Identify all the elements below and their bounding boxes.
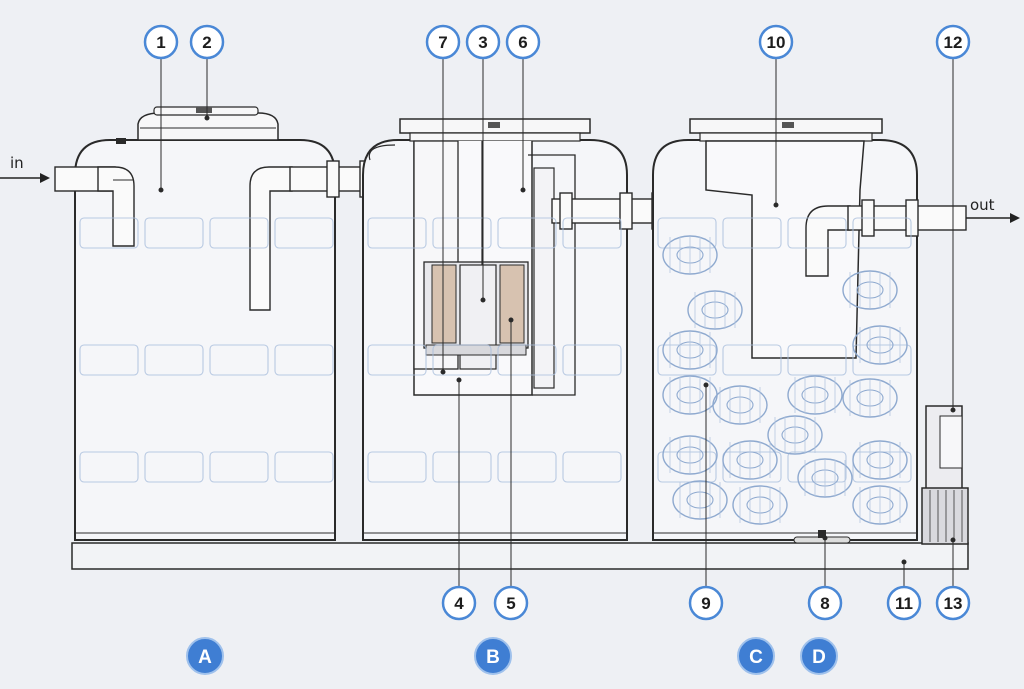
media-ring [767,415,823,455]
leader-dot-1 [158,187,164,193]
section-badge-a: A [186,637,224,675]
section-letter: D [812,647,826,668]
callout-number: 4 [454,594,464,613]
callout-10: 10 [758,24,794,60]
callout-ring [935,585,971,621]
section-badge-c: C [737,637,775,675]
callout-ring [688,585,724,621]
callout-ring [505,24,541,60]
callout-number: 10 [767,33,786,52]
callout-2: 2 [189,24,225,60]
section-badge-b: B [474,637,512,675]
callout-number: 3 [478,33,487,52]
media-ring [852,325,908,365]
leader-dot-5 [508,317,514,323]
base-plate [71,542,969,570]
tank-b [362,118,628,541]
leader-dot-13 [950,537,956,543]
callout-number: 8 [820,594,829,613]
tank-wall-pattern [79,217,912,483]
callout-ring [758,24,794,60]
media-ring [722,440,778,480]
hopper [705,140,865,359]
media-ring [672,480,728,520]
media-ring [852,485,908,525]
callout-number: 2 [202,33,211,52]
callout-12: 12 [935,24,971,60]
media-ring [842,378,898,418]
callout-number: 13 [944,594,963,613]
callout-number: 12 [944,33,963,52]
section-letter: A [198,647,212,668]
section-letter: B [486,647,500,668]
media-ring [797,458,853,498]
inlet-label: in [10,154,24,172]
callout-number: 9 [701,594,710,613]
tank-c [652,118,967,544]
filter-media [662,235,908,525]
callout-ring [189,24,225,60]
callout-4: 4 [441,585,477,621]
callout-8: 8 [807,585,843,621]
tank-a [54,106,339,541]
callout-13: 13 [935,585,971,621]
section-badges: A B C D [186,637,838,675]
section-letter: C [749,647,763,668]
media-ring [842,270,898,310]
leader-dot-7 [440,369,446,375]
callout-ring [143,24,179,60]
leader-dot-4 [456,377,462,383]
callout-ring [465,24,501,60]
leader-dot-9 [703,382,709,388]
outlet-label: out [970,196,995,214]
callout-ring [425,24,461,60]
media-ring [662,330,718,370]
callout-number: 1 [156,33,165,52]
section-badge-d: D [800,637,838,675]
callout-ring [935,24,971,60]
callout-number: 7 [438,33,447,52]
media-ring [732,485,788,525]
callout-7: 7 [425,24,461,60]
callout-number: 6 [518,33,527,52]
leader-dot-10 [773,202,779,208]
callout-3: 3 [465,24,501,60]
callout-number: 11 [895,594,913,613]
media-ring [662,235,718,275]
callout-leaders [158,58,956,587]
callout-9: 9 [688,585,724,621]
media-ring [687,290,743,330]
media-ring [712,385,768,425]
media-ring [662,375,718,415]
callout-11: 11 [886,585,922,621]
callout-1: 1 [143,24,179,60]
callout-5: 5 [493,585,529,621]
media-ring [787,375,843,415]
pump-unit [921,405,969,545]
leader-dot-11 [901,559,907,565]
leader-dot-2 [204,115,210,121]
leader-dot-12 [950,407,956,413]
leader-dot-3 [480,297,486,303]
flow-arrows [0,173,1020,223]
media-ring [852,440,908,480]
callout-ring [441,585,477,621]
callout-6: 6 [505,24,541,60]
callout-number: 5 [506,594,515,613]
callout-ring [493,585,529,621]
leader-dot-6 [520,187,526,193]
media-ring [662,435,718,475]
callout-ring [807,585,843,621]
leader-dot-8 [822,535,828,541]
callout-ring [886,585,922,621]
